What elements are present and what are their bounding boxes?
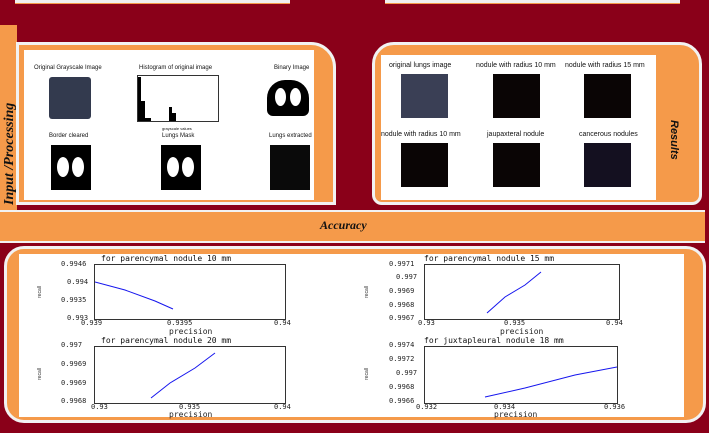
chart1-xtick: 0.94 (274, 319, 291, 327)
chart-parencymal-20mm: for parencymal nodule 20 mm 0.997 0.9969… (19, 336, 349, 419)
chart2-ytick: 0.9968 (389, 301, 415, 309)
accuracy-figure: for parencymal nodule 10 mm 0.9946 0.994… (19, 254, 684, 419)
chart4-xtick: 0.936 (604, 403, 626, 411)
caption-original-grayscale: Original Grayscale Image (34, 65, 102, 71)
chart3-axes (94, 346, 286, 404)
input-processing-figure: Original Grayscale Image Histogram of or… (24, 50, 314, 200)
chart-parencymal-10mm: for parencymal nodule 10 mm 0.9946 0.994… (19, 254, 349, 336)
chart2-title: for parencymal nodule 15 mm (424, 254, 555, 263)
chart1-line (94, 281, 174, 310)
chart1-title: for parencymal nodule 10 mm (101, 254, 232, 263)
caption-border-cleared: Border cleared (49, 133, 89, 139)
chart3-ytick: 0.9969 (61, 360, 87, 368)
chart4-ytick: 0.9968 (389, 383, 415, 391)
caption-nodule-15mm: nodule with radius 15 mm (565, 62, 645, 69)
chart3-ytick: 0.9968 (61, 397, 87, 405)
chart2-xtick: 0.93 (418, 319, 435, 327)
chart1-ylabel: recall (37, 286, 43, 298)
chart4-title: for juxtapleural nodule 18 mm (424, 336, 564, 345)
chart2-xtick: 0.94 (606, 319, 623, 327)
caption-juxtapleural: jaupaxteral nodule (487, 131, 545, 138)
chart1-ytick: 0.9946 (61, 260, 87, 268)
binary-image (267, 80, 309, 116)
caption-binary: Binary Image (274, 65, 310, 71)
original-grayscale-image (49, 77, 91, 119)
chart3-xtick: 0.93 (91, 403, 108, 411)
chart1-xtick: 0.939 (81, 319, 103, 327)
nodule-15mm-image (584, 74, 631, 118)
caption-original-lungs: original lungs image (389, 62, 452, 69)
caption-lungs-extracted: Lungs extracted (269, 133, 312, 139)
chart2-ytick: 0.9967 (389, 314, 415, 322)
nodule-10mm-b-image (401, 143, 448, 187)
original-lungs-image (401, 74, 448, 118)
lungs-extracted-image (270, 145, 310, 190)
chart-parencymal-15mm: for parencymal nodule 15 mm 0.9971 0.997… (354, 254, 684, 336)
chart4-xtick: 0.932 (416, 403, 438, 411)
chart2-axes (424, 264, 620, 320)
chart-juxtapleural-18mm: for juxtapleural nodule 18 mm 0.9974 0.9… (354, 336, 684, 419)
nodule-10mm-image (493, 74, 540, 118)
caption-histogram: Histogram of original image (139, 65, 213, 71)
accuracy-bar: Accuracy (0, 210, 705, 243)
chart2-ytick: 0.9971 (389, 260, 415, 268)
chart3-line (150, 352, 216, 399)
chart2-xlabel: precision (500, 327, 544, 336)
cancerous-nodules-image (584, 143, 631, 187)
chart1-axes (94, 264, 286, 320)
chart1-ytick: 0.994 (67, 278, 89, 286)
accuracy-label: Accuracy (320, 218, 367, 232)
chart4-ytick: 0.9974 (389, 341, 415, 349)
chart4-line (484, 366, 618, 398)
chart4-xlabel: precision (494, 410, 538, 419)
chart3-ylabel: recall (37, 368, 43, 380)
input-processing-tab (0, 25, 17, 215)
chart2-line (486, 271, 542, 314)
chart1-ytick: 0.993 (67, 314, 89, 322)
caption-nodule-10mm: nodule with radius 10 mm (476, 62, 556, 69)
histogram-xlabel: grayscale values (162, 126, 192, 131)
chart2-xtick: 0.935 (504, 319, 526, 327)
histogram-chart (137, 75, 219, 122)
chart4-ytick: 0.9972 (389, 355, 415, 363)
chart4-axes (424, 346, 618, 404)
chart2-ytick: 0.9969 (389, 287, 415, 295)
chart3-xtick: 0.94 (274, 403, 291, 411)
chart1-xlabel: precision (169, 327, 213, 336)
chart3-title: for parencymal nodule 20 mm (101, 336, 232, 345)
top-bar-left (15, 0, 290, 4)
chart3-ytick: 0.997 (61, 341, 83, 349)
border-cleared-image (51, 145, 91, 190)
chart4-ylabel: recall (364, 368, 370, 380)
top-bar-right (385, 0, 680, 4)
results-label: Results (668, 120, 680, 160)
lungs-mask-image (161, 145, 201, 190)
results-panel: original lungs image nodule with radius … (372, 42, 702, 205)
accuracy-panel: for parencymal nodule 10 mm 0.9946 0.994… (4, 246, 706, 423)
chart4-ytick: 0.997 (396, 369, 418, 377)
chart1-ytick: 0.9935 (61, 296, 87, 304)
caption-lungs-mask: Lungs Mask (162, 133, 195, 139)
chart2-ytick: 0.997 (396, 273, 418, 281)
chart4-xtick: 0.934 (494, 403, 516, 411)
chart1-xtick: 0.9395 (167, 319, 193, 327)
chart3-ytick: 0.9969 (61, 379, 87, 387)
results-figure: original lungs image nodule with radius … (381, 55, 656, 200)
input-processing-panel: Original Grayscale Image Histogram of or… (16, 42, 336, 205)
caption-nodule-10mm-b: nodule with radius 10 mm (381, 131, 461, 138)
chart3-xtick: 0.935 (179, 403, 201, 411)
caption-cancerous: cancerous nodules (579, 131, 638, 138)
chart4-ytick: 0.9966 (389, 397, 415, 405)
chart3-xlabel: precision (169, 410, 213, 419)
chart2-ylabel: recall (364, 286, 370, 298)
juxtapleural-image (493, 143, 540, 187)
